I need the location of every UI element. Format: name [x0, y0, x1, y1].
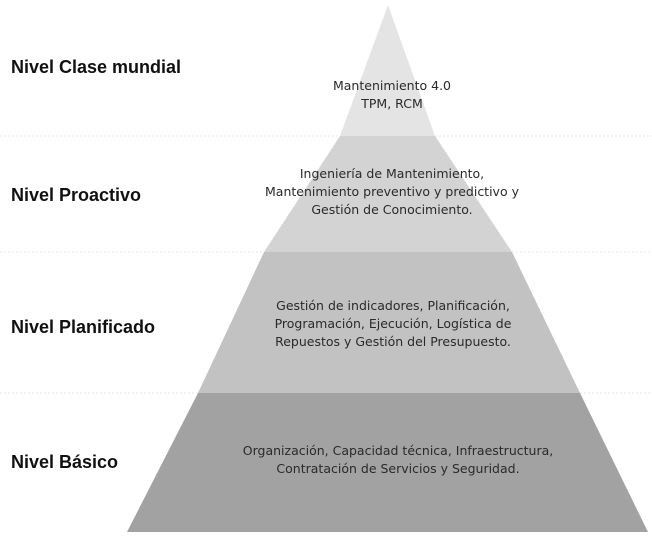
level-label-planned: Nivel Planificado	[11, 317, 156, 337]
level-label-proactive: Nivel Proactivo	[11, 185, 142, 205]
tier-basic-text: Organización, Capacidad técnica, Infraes…	[243, 442, 553, 478]
tier-text-line: Gestión de Conocimiento.	[311, 202, 473, 217]
tier-planned-shape	[198, 252, 580, 393]
tier-basic-shape	[127, 393, 648, 532]
level-label-world-class: Nivel Clase mundial	[11, 57, 182, 77]
tier-world-class-shape	[340, 5, 435, 136]
tier-text-line: Organización, Capacidad técnica, Infraes…	[242, 443, 554, 458]
tier-text-line: Repuestos y Gestión del Presupuesto.	[275, 334, 511, 349]
tier-text-line: TPM, RCM	[361, 96, 423, 111]
tier-text-line: Gestión de indicadores, Planificación,	[276, 298, 510, 313]
tier-text-line: Contratación de Servicios y Seguridad.	[276, 461, 520, 476]
tier-text-line: Programación, Ejecución, Logística de	[274, 316, 512, 331]
tier-proactive-shape	[264, 136, 512, 252]
tier-world-class-text: Mantenimiento 4.0 TPM, RCM	[333, 77, 451, 113]
tier-text-line: Mantenimiento preventivo y predictivo y	[265, 184, 519, 199]
tier-proactive-text: Ingeniería de Mantenimiento, Mantenimien…	[265, 165, 519, 219]
tier-text-line: Ingeniería de Mantenimiento,	[299, 166, 485, 181]
tier-text-line: Mantenimiento 4.0	[332, 78, 452, 93]
tier-planned-text: Gestión de indicadores, Planificación, P…	[275, 297, 512, 351]
level-label-basic: Nivel Básico	[11, 452, 119, 472]
